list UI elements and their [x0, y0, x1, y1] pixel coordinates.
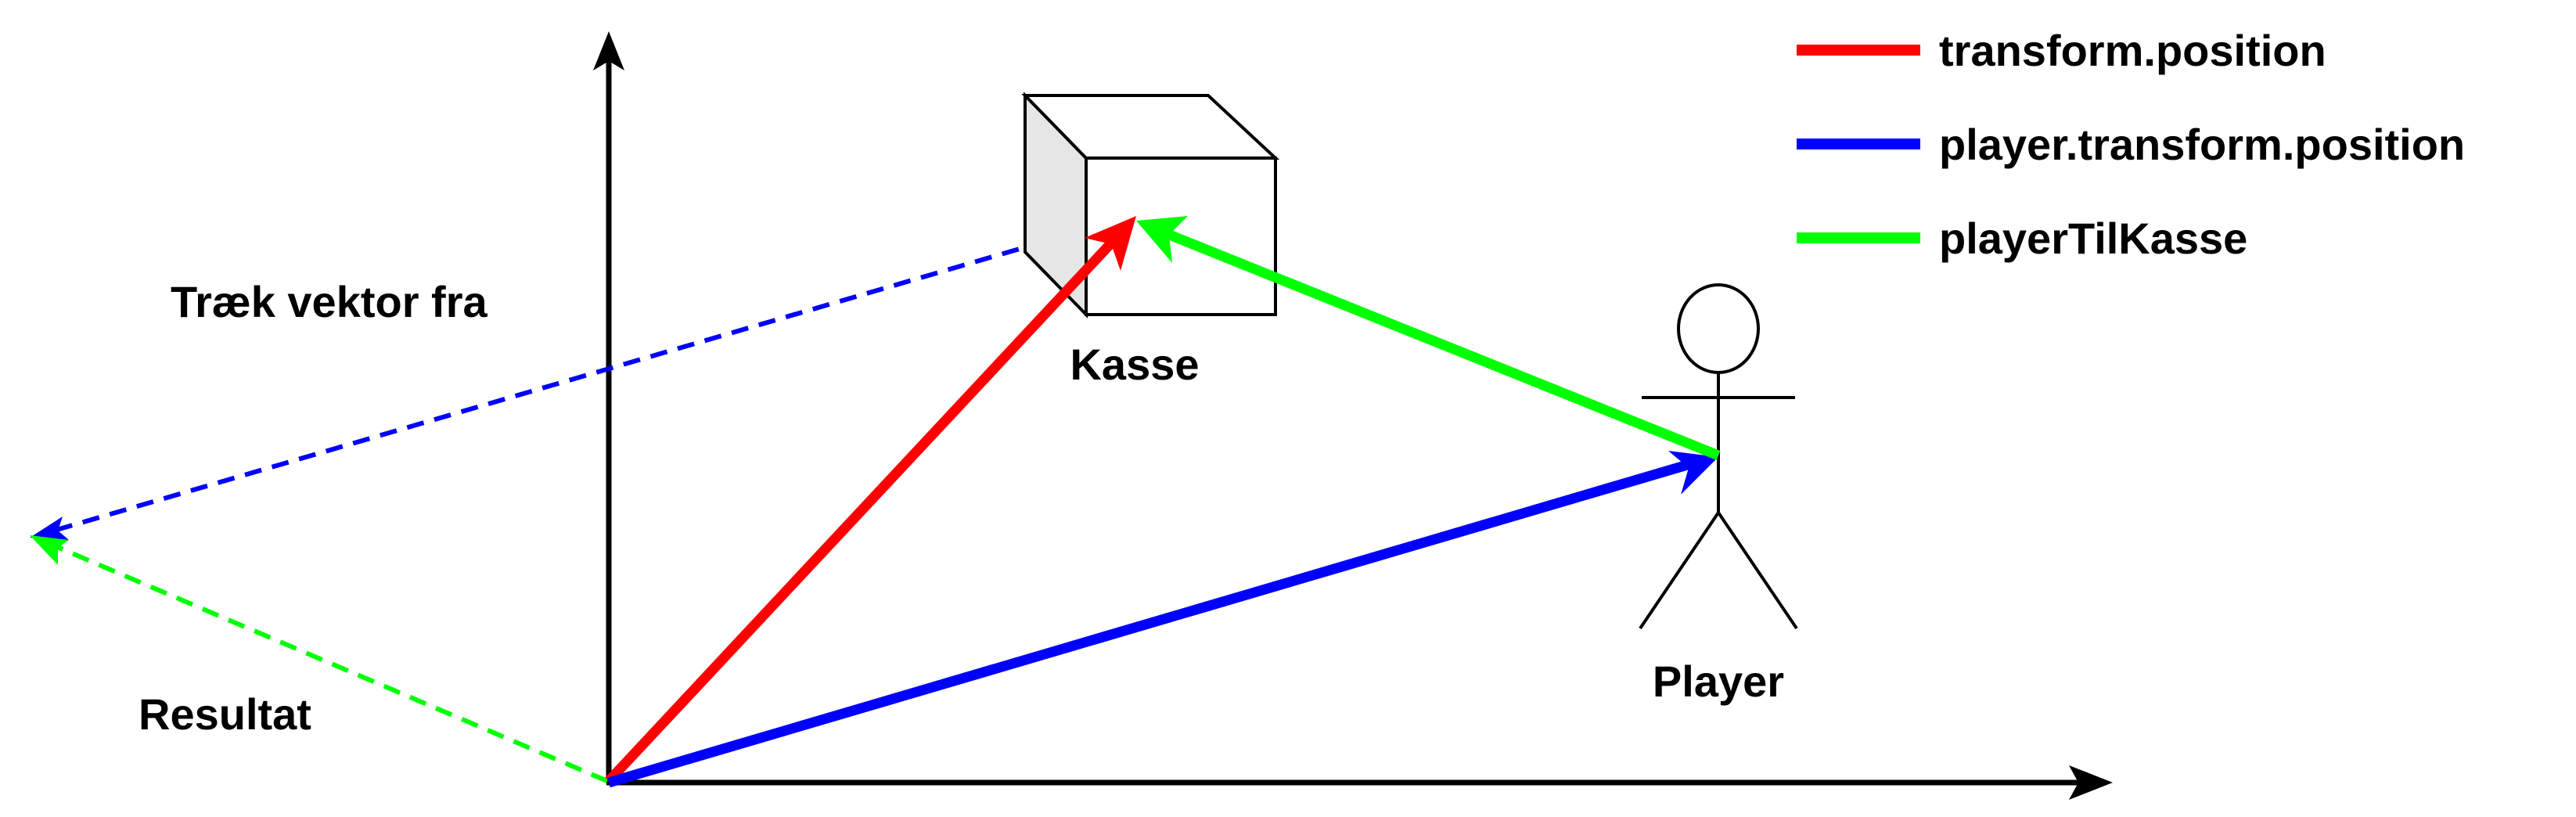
blue-vector-player-position	[607, 459, 1692, 788]
subtract-vector-label: Træk vektor fra	[171, 277, 487, 326]
dashed-green-vector	[39, 538, 609, 783]
legend-label-player-transform-position: player.transform.position	[1939, 120, 2465, 169]
green-vector-player-til-kasse	[1157, 225, 1721, 461]
cube-icon	[1021, 92, 1280, 319]
result-label: Resultat	[139, 689, 311, 739]
red-vector-transform-position	[605, 231, 1123, 785]
kasse-label: Kasse	[1070, 340, 1199, 389]
x-axis-arrowhead	[2069, 765, 2113, 800]
green-arrowhead	[1136, 216, 1188, 263]
y-axis-arrowhead	[593, 31, 624, 70]
player-label: Player	[1653, 657, 1784, 706]
legend-label-player-til-kasse: playerTilKasse	[1939, 214, 2247, 263]
legend-label-transform-position: transform.position	[1939, 26, 2326, 75]
dashed-green-arrowhead	[30, 535, 69, 565]
dashed-blue-arrowhead	[30, 516, 69, 540]
blue-arrowhead	[1668, 451, 1718, 495]
stick-figure-icon	[1639, 283, 1798, 630]
legend: transform.position player.transform.posi…	[1797, 26, 2465, 263]
red-arrowhead	[1085, 216, 1136, 271]
dashed-blue-vector	[40, 215, 1128, 537]
